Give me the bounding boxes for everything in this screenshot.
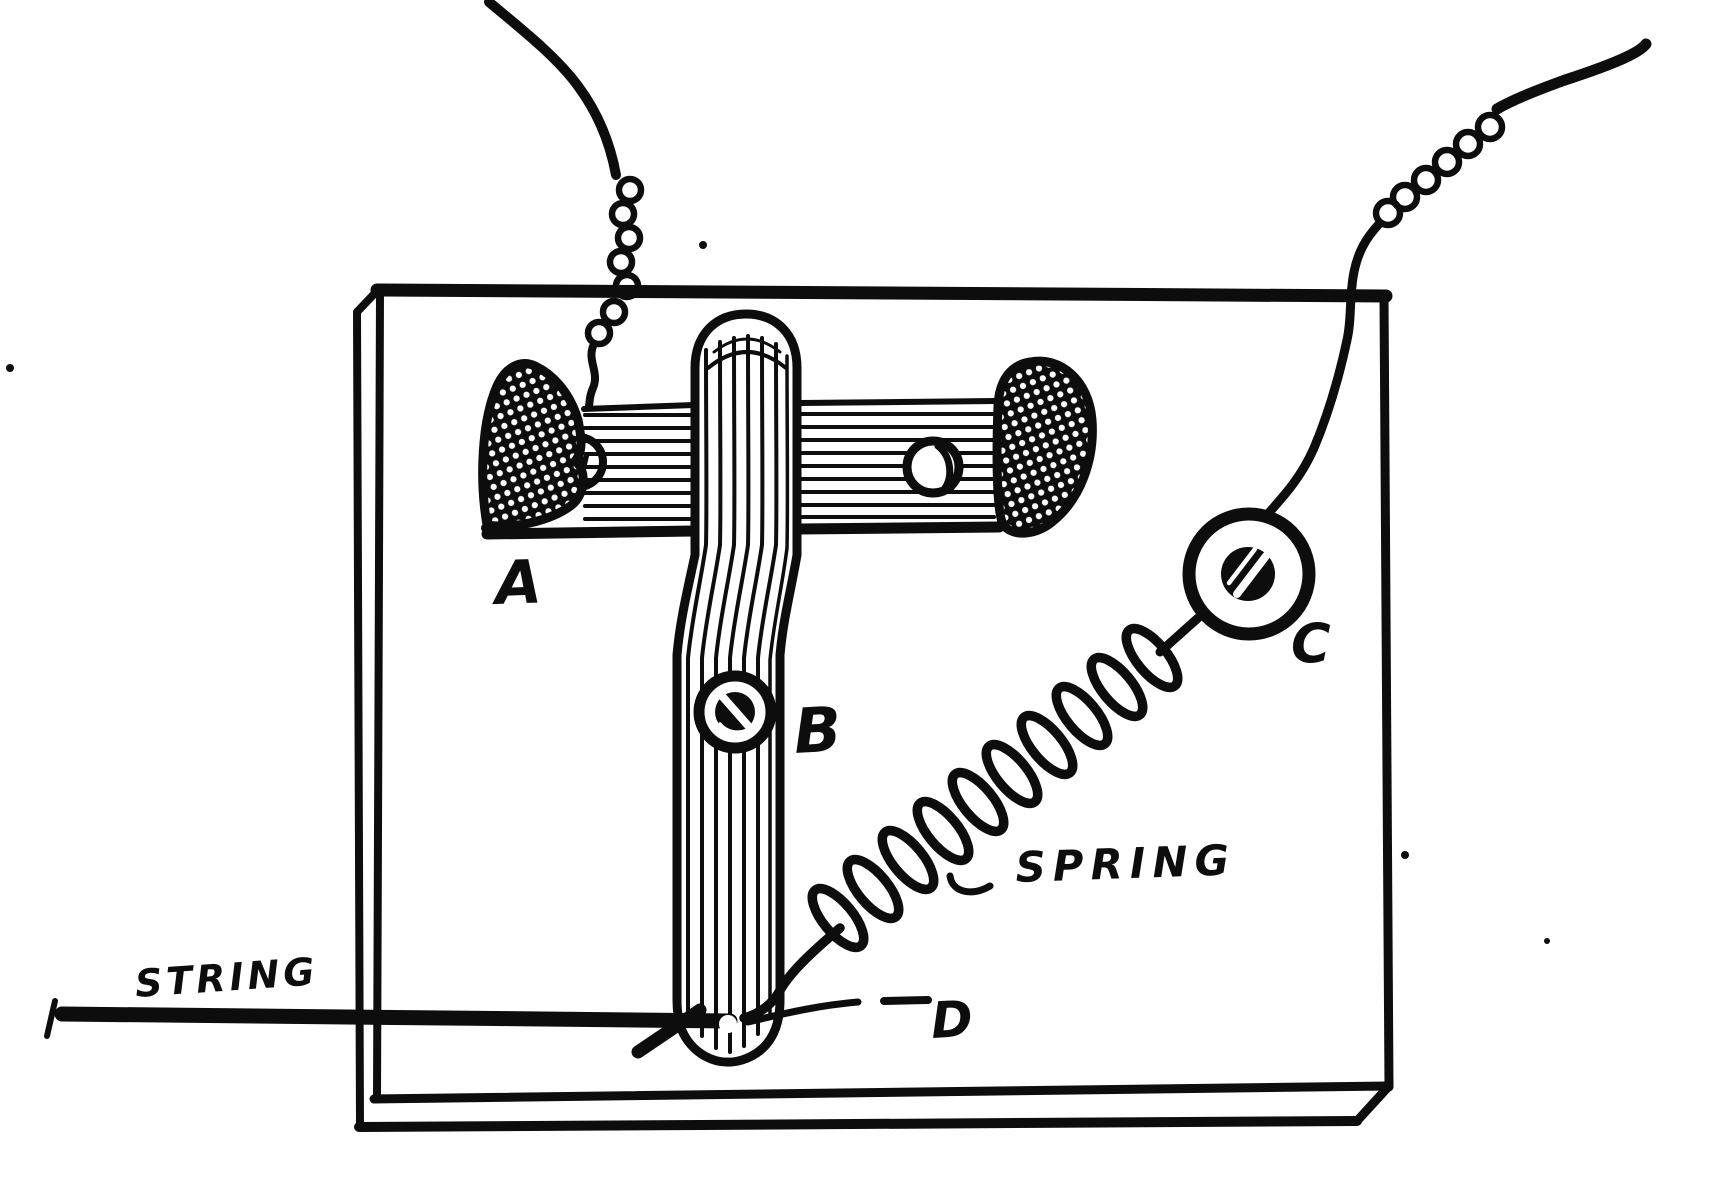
d-leader-dash bbox=[880, 996, 932, 1005]
lever-wood-grain bbox=[686, 334, 790, 1054]
baseboard-bottom-right-bevel bbox=[1352, 1081, 1394, 1126]
wire-top-left bbox=[484, 0, 645, 410]
label-c: C bbox=[1291, 612, 1331, 675]
strip-bottom-edge bbox=[481, 521, 1005, 540]
lever-hole-d bbox=[719, 1015, 737, 1033]
string-line bbox=[54, 1006, 738, 1029]
strip-hatching bbox=[583, 412, 996, 521]
string-end-tick bbox=[44, 998, 58, 1039]
spring-label-leader bbox=[946, 872, 994, 896]
label-a: A bbox=[490, 547, 543, 619]
wire-top-right bbox=[1261, 38, 1652, 521]
contact-strip-a bbox=[478, 356, 1097, 540]
wire-right-lower-run bbox=[1261, 219, 1384, 521]
label-spring: SPRING bbox=[1015, 835, 1237, 892]
strip-screw-right bbox=[902, 436, 964, 498]
baseboard-bottom-lower-edge bbox=[354, 1116, 1362, 1132]
wire-left-upper-run bbox=[484, 0, 621, 180]
spring-loops bbox=[807, 623, 1183, 953]
wire-left-lower-run bbox=[585, 340, 599, 410]
baseboard-top-edge bbox=[370, 283, 1393, 303]
string-knot bbox=[631, 1003, 707, 1059]
binding-post-c bbox=[1182, 507, 1316, 641]
string bbox=[44, 996, 932, 1059]
baseboard-left-inner-edge bbox=[373, 288, 384, 1102]
wire-left-coil bbox=[584, 175, 645, 348]
strip-top-edge bbox=[581, 398, 999, 412]
labels: A B C D SPRING STRING bbox=[134, 547, 1331, 1050]
strip-rolled-end-left bbox=[478, 359, 588, 531]
spring-lower-lead bbox=[739, 923, 845, 1023]
baseboard-bottom-upper-edge bbox=[369, 1081, 1394, 1104]
strip-rolled-end-right bbox=[992, 356, 1097, 538]
pivot-screw bbox=[693, 670, 777, 754]
baseboard-left-outer-edge bbox=[353, 288, 380, 1130]
label-string: STRING bbox=[134, 949, 320, 1006]
spring-coil bbox=[739, 613, 1203, 1023]
wire-right-coil bbox=[1372, 111, 1506, 229]
d-leader-curve bbox=[744, 998, 862, 1026]
label-b: B bbox=[792, 693, 843, 768]
label-d: D bbox=[930, 990, 974, 1050]
baseboard-right-edge bbox=[1379, 292, 1394, 1092]
ink-specks bbox=[6, 241, 1550, 944]
wire-right-upper-run bbox=[1491, 38, 1652, 115]
baseboard bbox=[353, 283, 1394, 1132]
